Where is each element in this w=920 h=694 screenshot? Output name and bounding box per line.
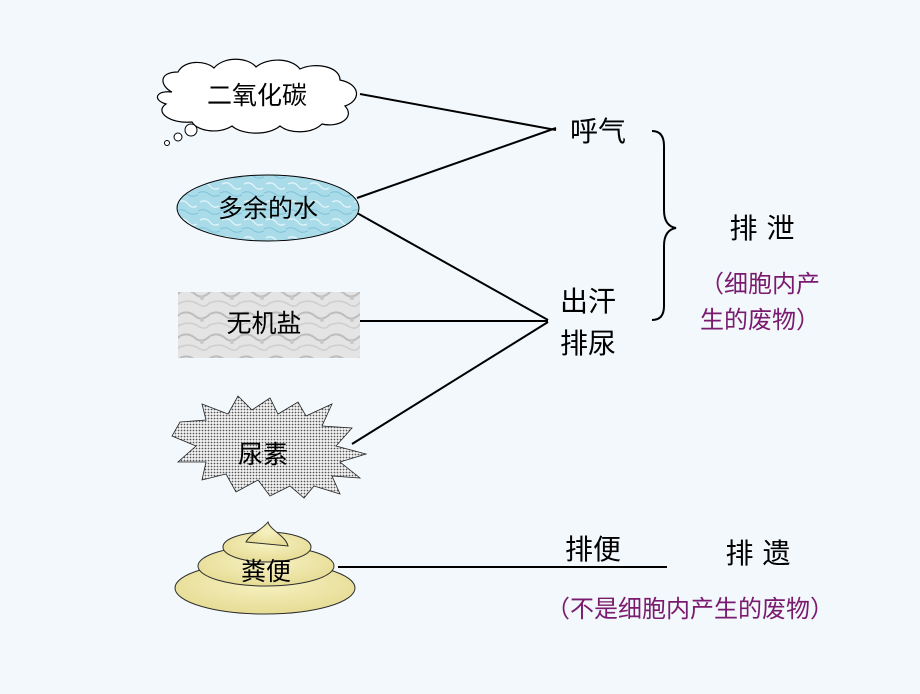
egestion-note: （不是细胞内产生的废物）: [546, 595, 834, 623]
co2-label: 二氧化碳: [207, 81, 307, 110]
category-egestion: 排 遗: [726, 537, 791, 570]
line-co2-breath: [359, 93, 557, 131]
co2-cloud: 二氧化碳: [156, 58, 357, 146]
excretion-note-line2: 生的废物）: [700, 306, 820, 334]
urea-burst: 尿素: [171, 395, 368, 499]
category-excretion: 排 泄: [730, 212, 795, 245]
water-ellipse: 多余的水: [176, 174, 360, 242]
line-water-breath: [356, 127, 557, 199]
route-sweat: 出汗: [560, 285, 616, 318]
excretion-note-line1: （细胞内产: [700, 270, 820, 298]
route-defecate: 排便: [565, 533, 621, 566]
feces-pile: 粪便: [174, 520, 356, 615]
line-urea-sweat: [351, 321, 549, 445]
salt-block: 无机盐: [178, 292, 360, 358]
line-water-sweat: [356, 212, 549, 321]
feces-label: 粪便: [241, 557, 291, 586]
route-urine: 排尿: [560, 327, 616, 360]
connector-lines: [338, 93, 667, 568]
salt-label: 无机盐: [226, 309, 301, 338]
curly-brace: [651, 130, 677, 321]
route-breath: 呼气: [570, 115, 626, 148]
water-label: 多余的水: [218, 194, 318, 223]
urea-label: 尿素: [238, 440, 288, 469]
